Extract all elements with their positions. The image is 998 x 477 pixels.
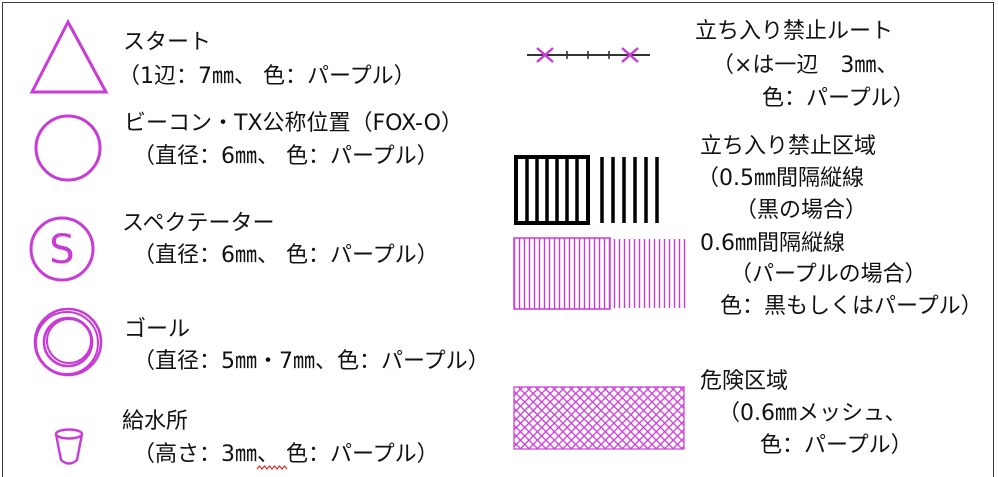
start-detail: （1辺：7㎜、 色：パープル） [118,64,416,89]
no-entry-route-detail-1: （×は一辺 3㎜、 [712,53,899,78]
spectator-s-letter: S [49,227,74,273]
no-entry-route-detail-2: 色：パープル） [762,86,915,111]
spectator-s-circle-icon: S [29,216,95,282]
danger-area-detail-1: （0.6㎜メッシュ、 [718,401,907,426]
triangle-icon [29,18,109,94]
spellcheck-squiggle [256,465,288,470]
danger-area-title: 危険区域 [700,369,789,394]
no-entry-area-detail-1: （0.5㎜間隔縦線 [697,166,864,191]
start-title: スタート [123,30,212,55]
goal-double-circle-icon [33,307,103,377]
route-x-marks [536,47,639,63]
purple-stripes-detail-1: （パープルの場合） [730,262,927,287]
route-tick-marks [566,51,610,59]
danger-area-detail-2: 色：パープル） [760,433,913,458]
cup-icon [54,428,84,465]
no-entry-area-title: 立ち入り禁止区域 [700,134,877,159]
no-entry-area-detail-2: （黒の場合） [735,198,868,223]
spectator-detail: （直径：6㎜、 色：パープル） [133,243,439,268]
goal-detail: （直径：5㎜・7㎜、色：パープル） [133,349,490,374]
water-station-title: 給水所 [122,409,189,434]
purple-vertical-stripes-icon [513,237,687,310]
crosshatch-mesh-icon [513,386,685,450]
beacon-detail: （直径：6㎜、 色：パープル） [133,144,439,169]
no-entry-route-title: 立ち入り禁止ルート [695,19,894,44]
beacon-title: ビーコン・TX公称位置（FOX-O） [124,111,463,136]
black-vertical-stripes-icon [514,155,659,225]
goal-title: ゴール [124,317,191,342]
purple-stripes-title: 0.6㎜間隔縦線 [700,231,845,256]
circle-icon [34,114,102,182]
purple-stripes-detail-2: 色：黒もしくはパープル） [720,294,983,319]
spectator-title: スペクテーター [122,211,275,236]
water-station-detail: （高さ：3㎜、 色：パープル） [133,442,439,467]
crossed-route-line-icon [527,47,650,63]
